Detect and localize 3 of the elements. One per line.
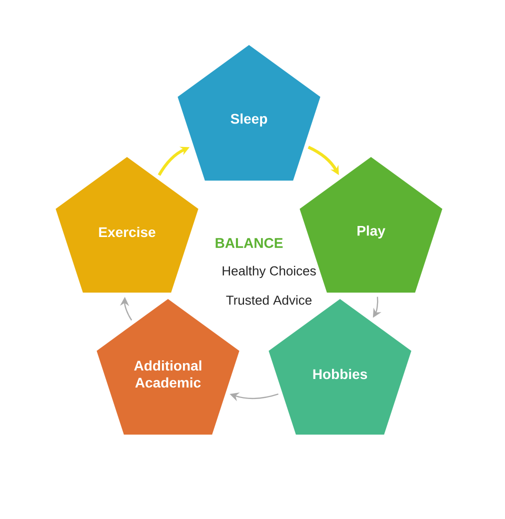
pentagon-node: Exercise <box>56 157 198 293</box>
pentagon-node: Sleep <box>178 45 320 181</box>
heading: BALANCE <box>216 238 283 248</box>
